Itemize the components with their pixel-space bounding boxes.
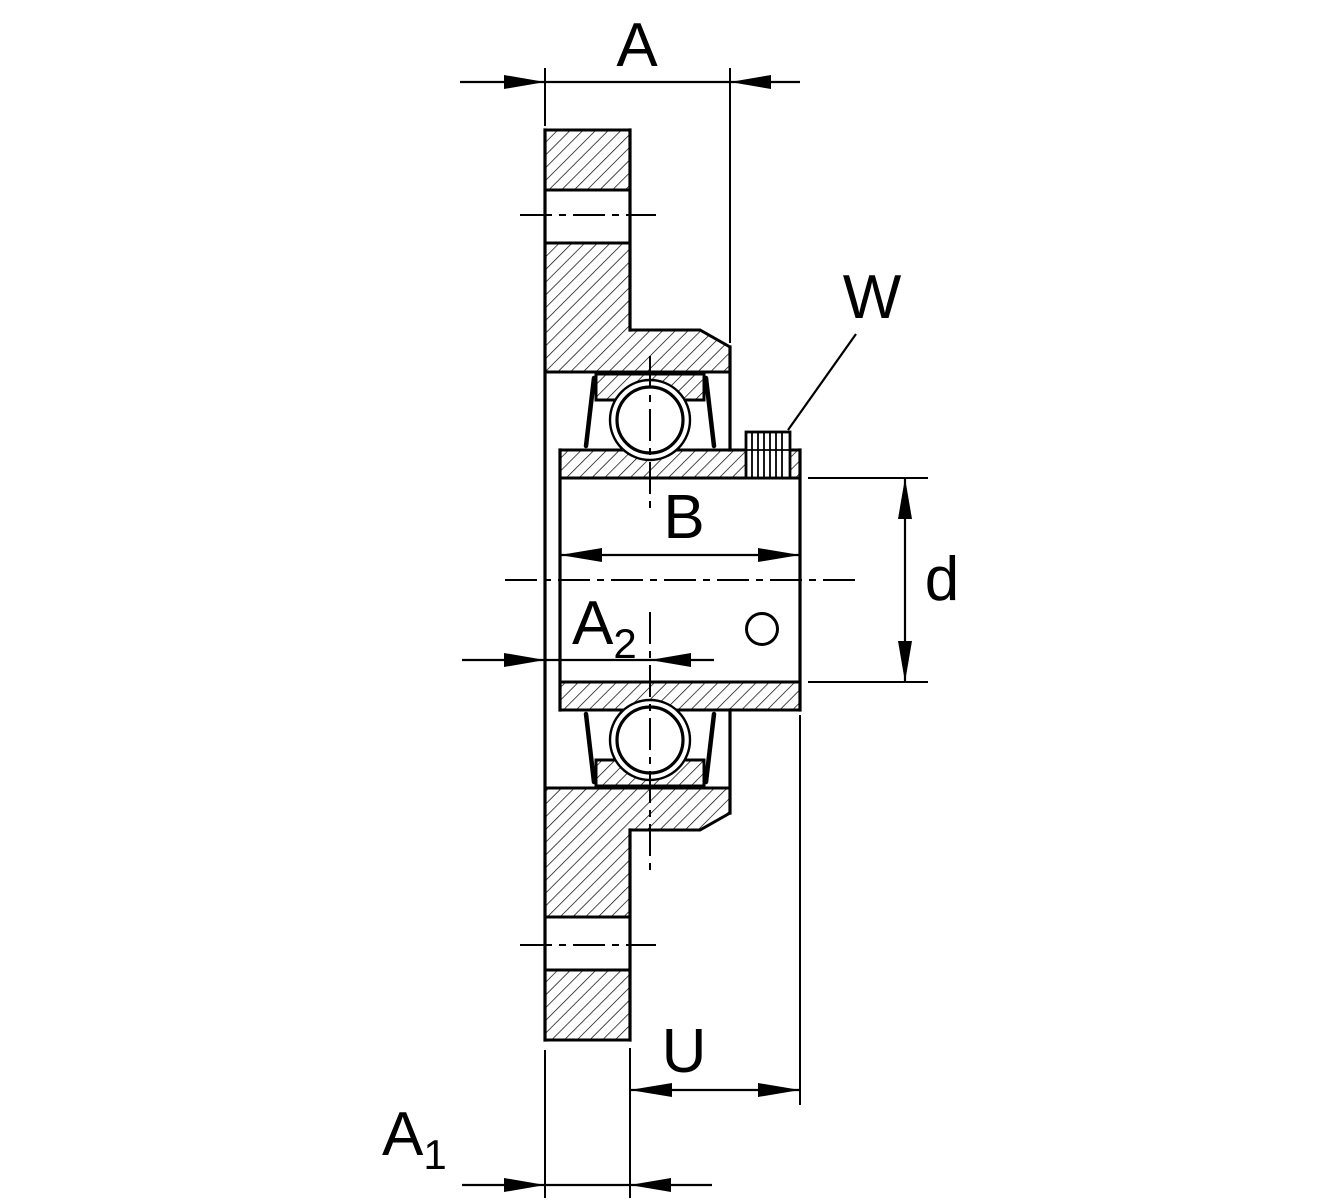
dim-a-arrow-right (730, 75, 771, 89)
dim-u-arrow-right (758, 1083, 800, 1097)
dim-b-label: B (663, 483, 704, 552)
set-screw-hole (745, 612, 779, 646)
dim-a-arrow-left (504, 75, 545, 89)
dim-a1-arrow-left (504, 1178, 545, 1192)
dim-d-label: d (925, 545, 959, 614)
dimension-a1: A1 (382, 1050, 712, 1198)
part-outlines (543, 128, 802, 1042)
top-right-seal (703, 375, 717, 449)
dimension-a2: A2 (462, 589, 714, 667)
dim-b-arrow-right (758, 548, 800, 562)
dim-d-arrow-down (898, 641, 912, 682)
housing-flange-section (543, 128, 732, 1042)
sleeve-bottom-band (558, 680, 802, 712)
dim-u-arrow-left (630, 1083, 672, 1097)
dim-a1-label: A1 (382, 1100, 447, 1178)
flange-bottom-section (543, 968, 632, 1042)
bottom-left-seal (583, 711, 597, 785)
set-screw (744, 333, 857, 646)
dim-a2-arrow-right (650, 653, 691, 667)
flange-lower-mid-section (543, 786, 732, 919)
dim-b-arrow-left (560, 548, 602, 562)
flange-top-section (543, 128, 632, 192)
dim-d-arrow-up (898, 478, 912, 519)
label-w-callout: W (843, 263, 902, 332)
top-left-seal (583, 375, 597, 449)
dim-w-label: W (843, 263, 902, 332)
dim-a2-arrow-left (504, 653, 545, 667)
dim-a2-label: A2 (572, 589, 637, 667)
center-lines (505, 214, 858, 946)
set-screw-leader-line (787, 333, 857, 431)
dimension-a: A (460, 11, 800, 343)
dim-a1-arrow-right (630, 1178, 671, 1192)
flange-upper-mid-section (543, 241, 732, 374)
dim-a-label: A (616, 11, 658, 80)
dim-u-label: U (662, 1017, 707, 1086)
dimension-d: d (808, 477, 959, 683)
dimension-u: U (629, 715, 801, 1198)
bottom-right-seal (703, 711, 717, 785)
dimension-b: B (560, 483, 800, 562)
